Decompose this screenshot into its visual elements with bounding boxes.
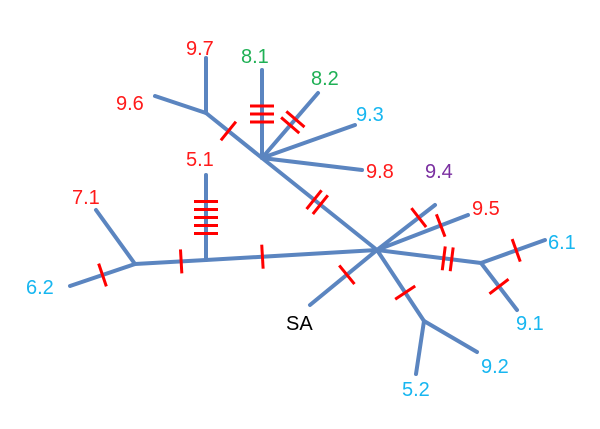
mutation-tick [219,120,238,142]
edge-e-upper-98 [260,156,364,172]
edge-e-left-51 [133,258,208,266]
node-label-8-1: 8.1 [241,46,269,68]
mutation-tick [394,284,417,301]
node-labels: 9.7 8.1 8.2 9.6 9.3 5.1 9.8 9.4 7.1 9.5 … [26,38,576,401]
node-label-9-2: 9.2 [481,356,509,378]
node-label-9-3: 9.3 [356,104,384,126]
node-label-9-7: 9.7 [186,38,214,60]
mutation-tick [488,278,510,295]
node-label-9-5: 9.5 [472,198,500,220]
mutation-tick [338,264,356,285]
edge-e-upper-96j [204,111,264,160]
edge-e-left-71 [94,208,137,266]
mutation-tick [440,246,447,271]
mutation-tick [305,189,323,210]
edge-e-upper-93 [260,123,357,160]
edge-e-52j-52 [414,319,426,376]
edge-e-hub-61j [375,248,483,265]
edge-e-61j-61 [479,238,547,265]
mutation-tick [448,247,455,272]
node-label-9-6: 9.6 [116,93,144,115]
node-label-5-2: 5.2 [402,379,430,401]
edge-e-52j-92 [422,319,479,354]
mutation-tick [410,207,428,229]
edge-e-96j-96 [153,94,208,115]
node-label-7-1: 7.1 [72,187,100,209]
mutation-tick [285,110,306,129]
node-label-sa: SA [286,313,313,335]
node-label-5-1: 5.1 [186,149,214,171]
mutation-tick [178,249,184,274]
mutation-tick [510,238,522,263]
edge-e-hub-52j [375,248,426,323]
mutation-ticks [97,104,522,301]
mutation-tick [280,116,301,135]
edge-e-hub-94 [375,203,437,252]
mutation-tick [260,244,265,269]
mutation-tick [97,263,108,287]
mutation-tick [311,194,329,215]
node-label-8-2: 8.2 [311,68,339,90]
node-label-9-1: 9.1 [516,313,544,335]
node-label-6-1: 6.1 [548,232,576,254]
node-label-6-2: 6.2 [26,277,54,299]
edge-e-hub-95 [375,213,470,252]
mutation-tick [434,213,447,238]
edge-e-hub-sa [308,248,379,307]
node-label-9-4: 9.4 [425,161,453,183]
edge-e-51-hub [204,248,379,262]
node-label-9-8: 9.8 [366,161,394,183]
